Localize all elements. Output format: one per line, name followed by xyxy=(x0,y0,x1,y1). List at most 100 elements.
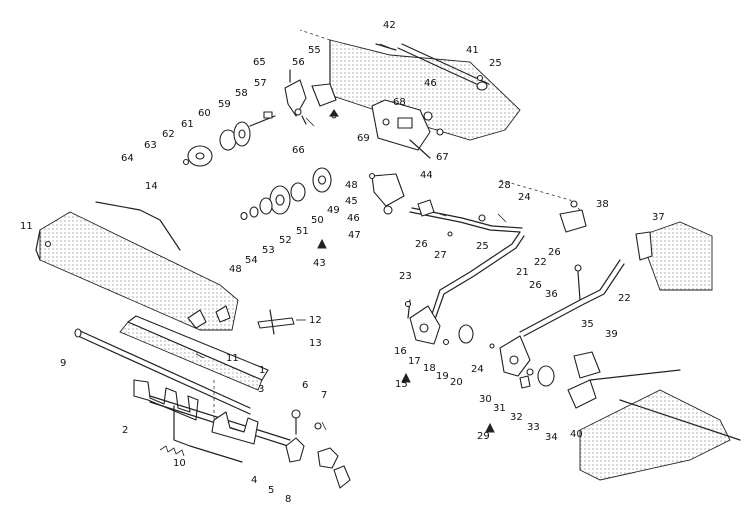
part-label-20: 20 xyxy=(450,377,463,388)
part-label-28: 28 xyxy=(498,180,511,191)
shaft-9 xyxy=(74,328,251,415)
cover-bar xyxy=(119,315,269,391)
lower-small-parts xyxy=(519,365,555,389)
arm-linkage-lower xyxy=(499,259,625,377)
part-label-31: 31 xyxy=(493,403,506,414)
upper-shaft-housing xyxy=(299,29,521,141)
part-label-59: 59 xyxy=(218,99,231,110)
part-label-30: 30 xyxy=(479,394,492,405)
part-label-11-upper: 11 xyxy=(20,221,33,232)
callout-arrows xyxy=(296,109,495,433)
part-label-12: 12 xyxy=(309,315,322,326)
part-label-67: 67 xyxy=(436,152,449,163)
right-frame-bracket xyxy=(635,221,713,291)
part-label-11-lower: 11 xyxy=(226,353,239,364)
gear-stack-middle xyxy=(240,167,332,221)
part-label-24-upper: 24 xyxy=(518,192,531,203)
mid-bracket xyxy=(368,172,405,215)
part-label-25-mid: 25 xyxy=(476,241,489,252)
lower-right-housing xyxy=(567,351,741,481)
fastener-parts xyxy=(44,43,507,431)
part-label-40: 40 xyxy=(570,429,583,440)
part-label-48-lower: 48 xyxy=(229,264,242,275)
part-label-32: 32 xyxy=(510,412,523,423)
part-label-3: 3 xyxy=(258,384,265,395)
part-label-14: 14 xyxy=(145,181,158,192)
part-label-58: 58 xyxy=(235,88,248,99)
part-label-54: 54 xyxy=(245,255,258,266)
lever-group-top xyxy=(284,69,337,127)
part-label-29: 29 xyxy=(477,431,490,442)
part-label-47: 47 xyxy=(348,230,361,241)
part-label-44: 44 xyxy=(420,170,433,181)
gear-stack-left xyxy=(182,111,276,167)
part-label-16: 16 xyxy=(394,346,407,357)
part-label-46: 46 xyxy=(424,78,437,89)
part-label-42: 42 xyxy=(383,20,396,31)
part-label-63: 63 xyxy=(144,140,157,151)
part-label-37: 37 xyxy=(652,212,665,223)
part-label-8: 8 xyxy=(285,494,292,505)
part-label-23: 23 xyxy=(399,271,412,282)
part-label-18: 18 xyxy=(423,363,436,374)
part-label-15: 15 xyxy=(395,379,408,390)
cam-assembly xyxy=(285,409,351,489)
part-label-53: 53 xyxy=(262,245,275,256)
part-label-13: 13 xyxy=(309,338,322,349)
part-label-46-mid: 46 xyxy=(347,213,360,224)
part-label-4: 4 xyxy=(251,475,258,486)
part-label-55: 55 xyxy=(308,45,321,56)
left-frame-housing xyxy=(35,201,239,331)
part-label-7: 7 xyxy=(321,390,328,401)
part-label-26-lower: 26 xyxy=(529,280,542,291)
part-label-65: 65 xyxy=(253,57,266,68)
lever-assembly-16 xyxy=(407,299,474,346)
part-label-64: 64 xyxy=(121,153,134,164)
part-label-61: 61 xyxy=(181,119,194,130)
part-label-38: 38 xyxy=(596,199,609,210)
spring-10 xyxy=(159,445,185,457)
part-label-17: 17 xyxy=(408,356,421,367)
part-label-33: 33 xyxy=(527,422,540,433)
part-label-45: 45 xyxy=(345,196,358,207)
part-label-60: 60 xyxy=(198,108,211,119)
part-label-22-lower: 22 xyxy=(618,293,631,304)
part-label-52: 52 xyxy=(279,235,292,246)
part-label-49: 49 xyxy=(327,205,340,216)
part-label-62: 62 xyxy=(162,129,175,140)
part-label-50: 50 xyxy=(311,215,324,226)
part-label-5: 5 xyxy=(268,485,275,496)
part-label-9: 9 xyxy=(60,358,67,369)
part-label-26-right: 26 xyxy=(548,247,561,258)
link-12 xyxy=(257,309,295,335)
part-label-69: 69 xyxy=(357,133,370,144)
part-label-21: 21 xyxy=(516,267,529,278)
part-label-39: 39 xyxy=(605,329,618,340)
part-label-1: 1 xyxy=(259,365,266,376)
part-label-68: 68 xyxy=(393,97,406,108)
part-label-41: 41 xyxy=(466,45,479,56)
part-label-22-upper: 22 xyxy=(534,257,547,268)
lower-bracket-frame xyxy=(133,379,291,463)
part-label-43: 43 xyxy=(313,258,326,269)
part-label-19: 19 xyxy=(436,371,449,382)
part-label-56: 56 xyxy=(292,57,305,68)
part-label-35: 35 xyxy=(581,319,594,330)
part-label-2: 2 xyxy=(122,425,129,436)
arm-linkage-upper xyxy=(409,179,587,323)
part-label-34: 34 xyxy=(545,432,558,443)
part-label-26-upper: 26 xyxy=(415,239,428,250)
part-label-10: 10 xyxy=(173,458,186,469)
part-label-24-lower: 24 xyxy=(471,364,484,375)
part-label-25: 25 xyxy=(489,58,502,69)
part-label-66: 66 xyxy=(292,145,305,156)
part-label-51: 51 xyxy=(296,226,309,237)
part-label-6: 6 xyxy=(302,380,309,391)
upper-bracket xyxy=(371,99,444,159)
part-label-27: 27 xyxy=(434,250,447,261)
part-label-36: 36 xyxy=(545,289,558,300)
part-label-48-upper: 48 xyxy=(345,180,358,191)
part-label-57: 57 xyxy=(254,78,267,89)
